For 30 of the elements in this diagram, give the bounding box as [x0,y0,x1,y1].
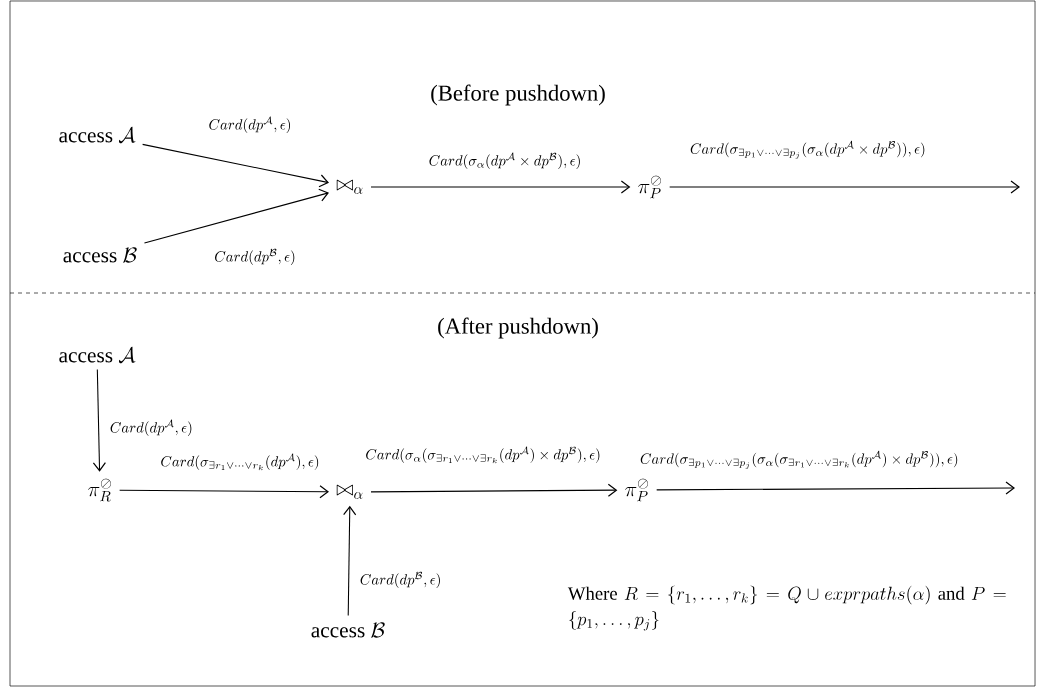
arrow [343,505,357,616]
operator-symbol: $\bowtie_{\alpha}$ [336,484,363,499]
section-heading: (Before pushdown) [431,84,605,106]
edge-label: $Card(dp^{\mathcal{A}}, \epsilon)$ [209,116,290,133]
edge-label: $Card(\sigma_{\exists r_1 \vee \cdots \vee r_k}(dp^{\mathcal{A}}), \epsilon)$ [161,453,319,471]
edge-label: $Card(dp^{\mathcal{A}}, \epsilon)$ [110,419,192,436]
edge-label: $Card( \sigma_{\exists p_1 \vee \cdots \vee \exists p_j}( \sigma_{\alpha}(dp^{\mathcal{A}} \times dp^{\mathcal{B}})), \epsilon)$ [690,140,925,159]
arrow [669,180,1020,194]
arrow [119,485,329,499]
operator-symbol: $\pi^{\oslash}_{P}$ [625,478,648,502]
edge-label: $Card(\sigma_{\alpha}(dp^{\mathcal{A}} \times dp^{\mathcal{B}}), \epsilon)$ [429,152,580,169]
arrow [92,369,106,472]
operator-symbol: $\pi^{\oslash}_{R}$ [88,478,111,502]
edge-label: $Card(\sigma_{\alpha}( \sigma_{\exists r_1 \vee \cdots \vee \exists r_k}(dp^{\mathcal{A}}) \times dp^{\mathcal{B}}), \epsilon)$ [366,446,600,464]
arrow [143,188,329,244]
operator-symbol: $\pi^{\oslash}_{P}$ [638,175,661,199]
arrow [142,143,329,188]
arrow [656,481,1015,495]
source-label: $\mathrm{access}\ \mathcal{B}$ [311,622,385,638]
edge-label: $Card(dp^{\mathcal{B}}, \epsilon)$ [215,248,295,265]
section-heading: (After pushdown) [438,317,598,339]
source-label: $\mathrm{access}\ \mathcal{B}$ [63,247,137,263]
operator-symbol: $\bowtie_{\alpha}$ [336,179,363,194]
arrow [370,483,618,497]
source-label: $\mathrm{access}\ \mathcal{A}$ [59,346,136,364]
source-label: $\mathrm{access}\ \mathcal{A}$ [59,126,136,144]
edge-label: $Card(dp^{\mathcal{B}}, \epsilon)$ [360,571,440,588]
note-text: $\mathrm{Where}\ R = \{r_1, \ldots, r_k\} = Q \cup exprpaths(\alpha) \mathrm{\ and}\ P = \{p_1, \ldots, p_j\}$ [567,585,1006,631]
edge-label: $Card( \sigma_{\exists p_1 \vee \cdots \vee \exists p_j}(\sigma_{\alpha}( \sigma_{\exists r_1 \vee \cdots \vee \exists r_k}(dp^{\mathcal{A}}) \times dp^{\mathcal{B}})), \epsilon)$ [640,450,958,469]
arrow [370,180,631,194]
